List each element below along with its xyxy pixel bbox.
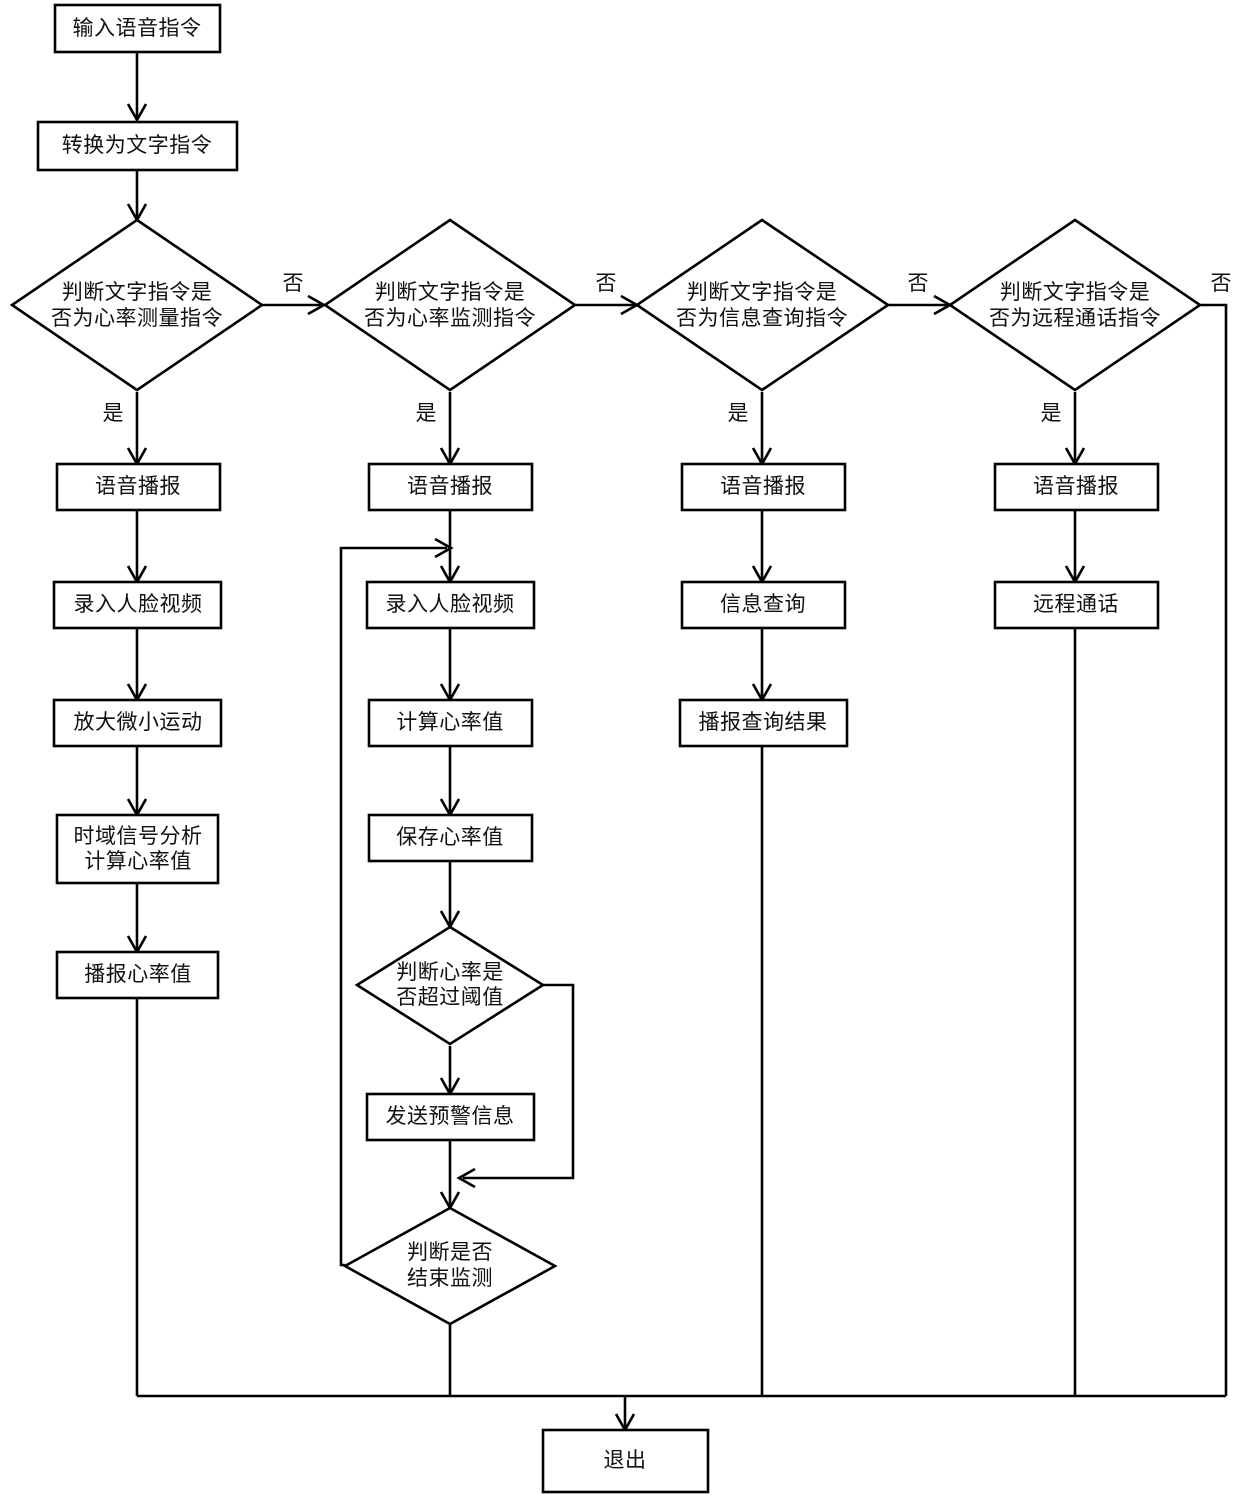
decision-heart-rate-threshold-line1: 判断心率是: [396, 960, 504, 984]
node-c3-report-query-result-box[interactable]: [678, 698, 849, 748]
node-convert-to-text-label: 转换为文字指令: [62, 133, 213, 157]
decision-info-query-shape[interactable]: [634, 218, 891, 392]
branch-label-yes-4: 是: [1041, 401, 1062, 425]
node-c3-report-query-result[interactable]: 播报查询结果: [678, 698, 849, 748]
branch-label-no-2: 否: [596, 271, 617, 295]
node-c2-voice-broadcast[interactable]: 语音播报: [367, 462, 534, 512]
node-c3-info-query-label: 信息查询: [720, 592, 806, 616]
node-c1-report-heart-rate-label: 播报心率值: [84, 962, 192, 986]
node-c2-send-alert[interactable]: 发送预警信息: [365, 1092, 536, 1142]
node-c4-voice-broadcast-label: 语音播报: [1033, 474, 1119, 498]
decision-heart-rate-measure-shape[interactable]: [9, 218, 265, 392]
decision-heart-rate-threshold-shape[interactable]: [354, 925, 546, 1046]
arrowhead-loopback-to-face: [434, 537, 454, 559]
decision-remote-call[interactable]: 判断文字指令是 否为远程通话指令: [947, 218, 1203, 392]
branch-label-yes-2: 是: [416, 401, 437, 425]
node-c1-amplify-motion[interactable]: 放大微小运动: [52, 698, 223, 748]
decision-heart-rate-monitor-line2: 否为心率监测指令: [364, 306, 536, 330]
node-c2-voice-broadcast-label: 语音播报: [407, 474, 493, 498]
node-convert-to-text[interactable]: 转换为文字指令: [36, 120, 239, 172]
node-c1-time-domain-analysis-box[interactable]: [55, 813, 220, 885]
decision-heart-rate-measure[interactable]: 判断文字指令是 否为心率测量指令: [9, 218, 265, 392]
node-c1-record-face-video-label: 录入人脸视频: [74, 592, 203, 616]
node-c2-record-face-video-label: 录入人脸视频: [386, 592, 515, 616]
node-c2-send-alert-box[interactable]: [365, 1092, 536, 1142]
node-c2-calc-heart-rate-box[interactable]: [367, 698, 534, 748]
node-c1-report-heart-rate[interactable]: 播报心率值: [55, 950, 220, 1000]
decision-remote-call-line2: 否为远程通话指令: [989, 306, 1161, 330]
node-exit-box[interactable]: [541, 1428, 710, 1494]
node-c4-remote-call[interactable]: 远程通话: [993, 580, 1160, 630]
node-c2-save-heart-rate-box[interactable]: [367, 813, 534, 863]
decision-heart-rate-monitor-shape[interactable]: [322, 218, 578, 392]
node-start-label: 输入语音指令: [73, 16, 202, 40]
decision-end-monitoring[interactable]: 判断是否 结束监测: [342, 1206, 558, 1326]
node-c1-record-face-video[interactable]: 录入人脸视频: [52, 580, 223, 630]
edge-threshold-no-bypass: [463, 983, 575, 1180]
edge-loopback-to-face: [339, 546, 447, 1267]
decision-heart-rate-threshold-line2: 否超过阈值: [396, 985, 504, 1009]
node-c2-record-face-video[interactable]: 录入人脸视频: [365, 580, 536, 630]
decision-info-query-line1: 判断文字指令是: [687, 280, 838, 304]
node-c2-save-heart-rate-label: 保存心率值: [396, 825, 504, 849]
node-c1-time-domain-analysis-line1: 时域信号分析: [74, 824, 203, 848]
node-c2-send-alert-label: 发送预警信息: [386, 1104, 515, 1128]
decision-heart-rate-monitor[interactable]: 判断文字指令是 否为心率监测指令: [322, 218, 578, 392]
edge-d4-no-to-exit-bus: [1200, 303, 1228, 1396]
branch-label-no-1: 否: [283, 271, 304, 295]
node-c4-remote-call-box[interactable]: [993, 580, 1160, 630]
node-c3-report-query-result-label: 播报查询结果: [699, 710, 828, 734]
node-exit[interactable]: 退出: [541, 1428, 710, 1494]
decision-info-query[interactable]: 判断文字指令是 否为信息查询指令: [634, 218, 891, 392]
node-c1-record-face-video-box[interactable]: [52, 580, 223, 630]
branch-label-yes-3: 是: [728, 401, 749, 425]
node-c2-voice-broadcast-box[interactable]: [367, 462, 534, 512]
decision-heart-rate-threshold[interactable]: 判断心率是 否超过阈值: [354, 925, 546, 1046]
arrowhead-threshold-no-bypass: [456, 1167, 476, 1189]
node-c2-save-heart-rate[interactable]: 保存心率值: [367, 813, 534, 863]
branch-label-no-3: 否: [908, 271, 929, 295]
node-c1-time-domain-analysis[interactable]: 时域信号分析 计算心率值: [55, 813, 220, 885]
decision-end-monitoring-line1: 判断是否: [407, 1240, 493, 1264]
node-c1-amplify-motion-box[interactable]: [52, 698, 223, 748]
decision-heart-rate-monitor-line1: 判断文字指令是: [375, 280, 526, 304]
node-c4-remote-call-label: 远程通话: [1033, 592, 1119, 616]
node-c3-info-query-box[interactable]: [680, 580, 847, 630]
node-c3-voice-broadcast-box[interactable]: [680, 462, 847, 512]
node-c2-calc-heart-rate-label: 计算心率值: [396, 710, 504, 734]
decision-heart-rate-measure-line2: 否为心率测量指令: [51, 306, 223, 330]
node-c3-info-query[interactable]: 信息查询: [680, 580, 847, 630]
node-c1-amplify-motion-label: 放大微小运动: [74, 710, 203, 734]
node-c1-voice-broadcast-label: 语音播报: [95, 474, 181, 498]
decision-end-monitoring-line2: 结束监测: [407, 1266, 493, 1290]
node-start[interactable]: 输入语音指令: [53, 3, 222, 54]
node-c2-calc-heart-rate[interactable]: 计算心率值: [367, 698, 534, 748]
branch-label-yes-1: 是: [103, 401, 124, 425]
arrowhead-start-to-text: [126, 103, 148, 123]
decision-remote-call-line1: 判断文字指令是: [1000, 280, 1151, 304]
node-c1-voice-broadcast[interactable]: 语音播报: [55, 462, 222, 512]
decision-remote-call-shape[interactable]: [947, 218, 1203, 392]
decision-end-monitoring-shape[interactable]: [342, 1206, 558, 1326]
node-convert-to-text-box[interactable]: [36, 120, 239, 172]
node-c4-voice-broadcast-box[interactable]: [993, 462, 1160, 512]
decision-info-query-line2: 否为信息查询指令: [676, 306, 848, 330]
node-c3-voice-broadcast-label: 语音播报: [720, 474, 806, 498]
node-c1-voice-broadcast-box[interactable]: [55, 462, 222, 512]
node-c4-voice-broadcast[interactable]: 语音播报: [993, 462, 1160, 512]
node-start-box[interactable]: [53, 3, 222, 54]
node-exit-label: 退出: [604, 1448, 647, 1472]
node-c1-time-domain-analysis-line2: 计算心率值: [84, 849, 192, 873]
node-c3-voice-broadcast[interactable]: 语音播报: [680, 462, 847, 512]
node-c2-record-face-video-box[interactable]: [365, 580, 536, 630]
decision-heart-rate-measure-line1: 判断文字指令是: [62, 280, 213, 304]
branch-label-no-4: 否: [1211, 271, 1232, 295]
node-c1-report-heart-rate-box[interactable]: [55, 950, 220, 1000]
